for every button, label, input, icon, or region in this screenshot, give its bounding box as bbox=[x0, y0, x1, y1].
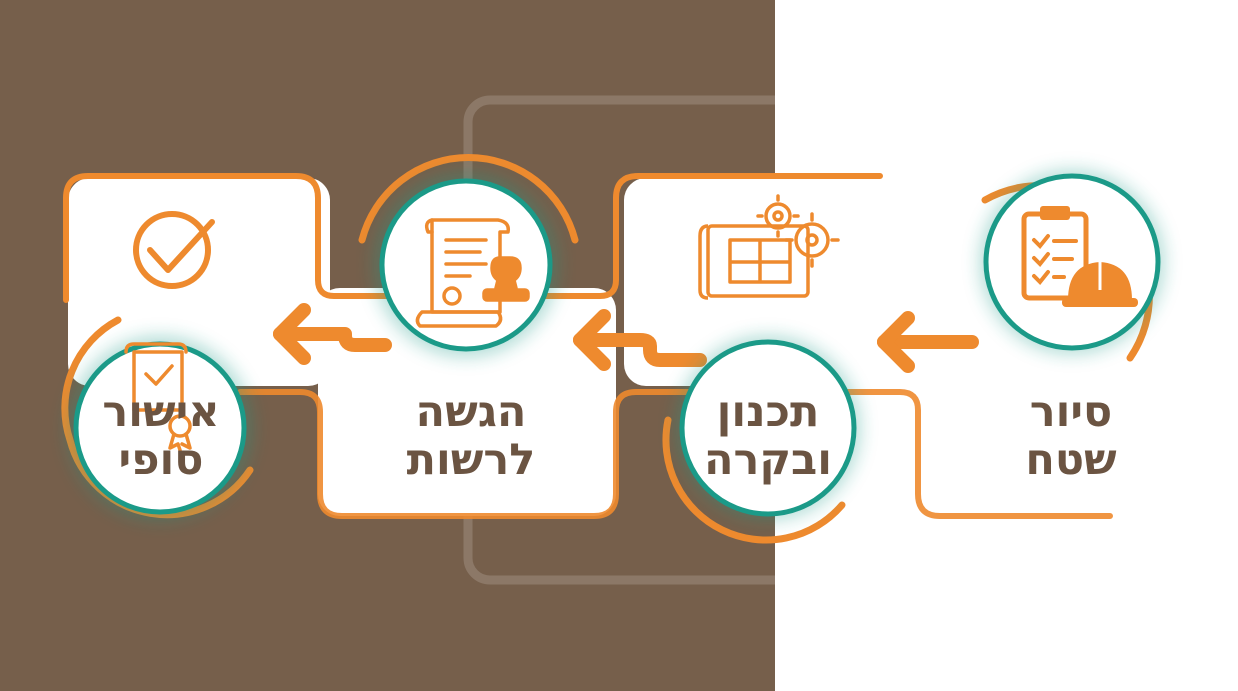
tile-step-4 bbox=[68, 178, 330, 386]
step-circle-1 bbox=[980, 170, 1164, 354]
step-circle-2 bbox=[676, 336, 860, 520]
checkmark-circle-icon bbox=[133, 211, 215, 289]
step-label-3-line1: הגשה bbox=[415, 387, 527, 437]
step-label-2-line2: ובקרה bbox=[703, 435, 833, 486]
flow-arrow-2 bbox=[573, 309, 707, 371]
connector-path-lower bbox=[237, 389, 1113, 519]
step-label-2: תכנון ובקרה bbox=[683, 388, 853, 484]
step-label-1: סיור שטח bbox=[986, 388, 1156, 484]
step-circle-4 bbox=[68, 336, 252, 520]
flow-arrow-3 bbox=[273, 303, 392, 365]
connector-path bbox=[63, 173, 883, 303]
tile-step-3 bbox=[318, 288, 616, 516]
step-label-3-line2: לרשות bbox=[406, 435, 536, 486]
step-label-4: אישור סופי bbox=[76, 388, 246, 484]
certificate-ribbon-icon bbox=[124, 342, 192, 452]
clipboard-hardhat-icon bbox=[1021, 206, 1138, 307]
blueprint-gears-icon bbox=[698, 194, 840, 300]
step-label-4-line2: סופי bbox=[118, 435, 204, 486]
document-stamp-icon bbox=[415, 218, 530, 328]
step-label-2-line1: תכנון bbox=[716, 387, 820, 437]
arc-step-2 bbox=[662, 416, 846, 544]
step-label-3: הגשה לרשות bbox=[386, 388, 556, 484]
step-label-4-line1: אישור bbox=[102, 387, 220, 437]
arc-step-3 bbox=[358, 154, 579, 244]
flow-arrow-1 bbox=[877, 311, 979, 373]
step-label-1-line1: סיור bbox=[1029, 387, 1113, 437]
step-label-1-line2: שטח bbox=[1025, 435, 1117, 486]
